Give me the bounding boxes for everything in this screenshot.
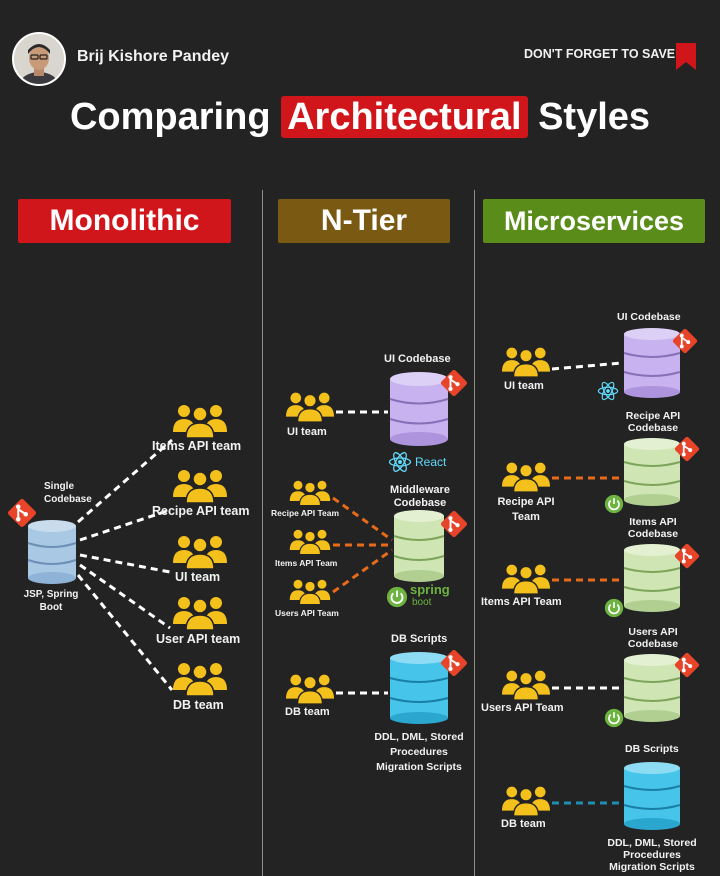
ntier-middleware-label: Middleware Codebase	[390, 484, 450, 509]
spring-icon	[386, 586, 408, 608]
page-title: Comparing Architectural Styles	[0, 96, 720, 139]
people-icon	[172, 533, 228, 569]
people-icon	[501, 460, 551, 492]
git-icon	[440, 369, 468, 397]
spring-icon	[604, 708, 624, 728]
git-icon	[440, 649, 468, 677]
author-name: Brij Kishore Pandey	[77, 48, 230, 65]
git-icon	[440, 510, 468, 538]
react-icon	[597, 380, 619, 402]
monolith-tech-label: JSP, Spring Boot	[23, 589, 79, 613]
react-icon	[388, 450, 412, 474]
heading-microservices: Microservices	[483, 199, 705, 243]
people-icon	[285, 672, 335, 704]
people-icon	[501, 562, 551, 594]
database-icon	[623, 438, 681, 506]
database-icon	[623, 762, 681, 830]
people-icon	[172, 467, 228, 503]
database-icon	[389, 652, 449, 724]
git-icon	[674, 436, 700, 462]
people-icon	[289, 478, 331, 506]
database-icon	[623, 654, 681, 722]
ms-users-codebase-label: Users API Codebase	[627, 626, 679, 650]
git-icon	[672, 328, 698, 354]
ntier-team-label: Recipe API Team	[271, 508, 340, 518]
ms-ui-codebase-label: UI Codebase	[617, 311, 681, 323]
team-label: UI team	[175, 570, 221, 584]
people-icon	[289, 527, 331, 555]
ms-db-desc: DDL, DML, Stored Procedures Migration Sc…	[607, 837, 697, 873]
title-before: Comparing	[69, 96, 271, 138]
ms-recipe-codebase-label: Recipe API Codebase	[625, 410, 681, 434]
column-divider-left	[262, 190, 263, 876]
save-reminder: DON'T FORGET TO SAVE	[524, 47, 676, 61]
team-label: Recipe API team	[152, 504, 250, 518]
git-icon	[674, 543, 700, 569]
ms-db-scripts-label: DB Scripts	[625, 743, 679, 755]
team-label: DB team	[173, 698, 224, 712]
heading-ntier: N-Tier	[278, 199, 450, 243]
ntier-db-team-label: DB team	[285, 706, 330, 718]
avatar	[12, 32, 66, 86]
database-icon	[393, 510, 445, 582]
database-icon	[389, 372, 449, 446]
ms-ui-team-label: UI team	[504, 380, 544, 392]
git-icon	[674, 652, 700, 678]
ntier-db-desc: DDL, DML, Stored Procedures Migration Sc…	[374, 731, 464, 773]
ntier-team-label: Users API Team	[275, 608, 339, 618]
spring-icon	[604, 598, 624, 618]
ntier-ui-codebase-label: UI Codebase	[384, 353, 451, 365]
ms-items-codebase-label: Items API Codebase	[627, 516, 679, 540]
people-icon	[285, 390, 335, 422]
team-label: Items API team	[152, 439, 242, 453]
people-icon	[501, 668, 551, 700]
monolith-database-icon	[27, 520, 77, 584]
heading-monolithic: Monolithic	[18, 199, 231, 243]
database-icon	[623, 328, 681, 398]
boot-label: boot	[412, 597, 432, 608]
people-icon	[172, 594, 228, 630]
monolith-codebase-label: Single Codebase	[44, 481, 92, 505]
ms-items-team-label: Items API Team	[481, 596, 562, 608]
people-icon	[172, 402, 228, 438]
react-label: React	[415, 455, 447, 469]
spring-label: spring	[410, 582, 450, 597]
ms-users-team-label: Users API Team	[481, 702, 564, 714]
people-icon	[289, 577, 331, 605]
ntier-team-label: Items API Team	[275, 558, 338, 568]
people-icon	[172, 660, 228, 696]
spring-icon	[604, 494, 624, 514]
bookmark-icon[interactable]	[676, 43, 696, 70]
people-icon	[501, 345, 551, 377]
title-after: Styles	[538, 96, 651, 138]
ms-recipe-team-label: Recipe API Team	[497, 496, 555, 523]
column-divider-right	[474, 190, 475, 876]
ntier-ui-team-label: UI team	[287, 426, 327, 438]
people-icon	[501, 784, 551, 816]
team-label: User API team	[156, 632, 241, 646]
database-icon	[623, 544, 681, 612]
title-highlight: Architectural	[281, 96, 528, 138]
ms-db-team-label: DB team	[501, 818, 546, 830]
ntier-db-scripts-label: DB Scripts	[391, 633, 448, 645]
